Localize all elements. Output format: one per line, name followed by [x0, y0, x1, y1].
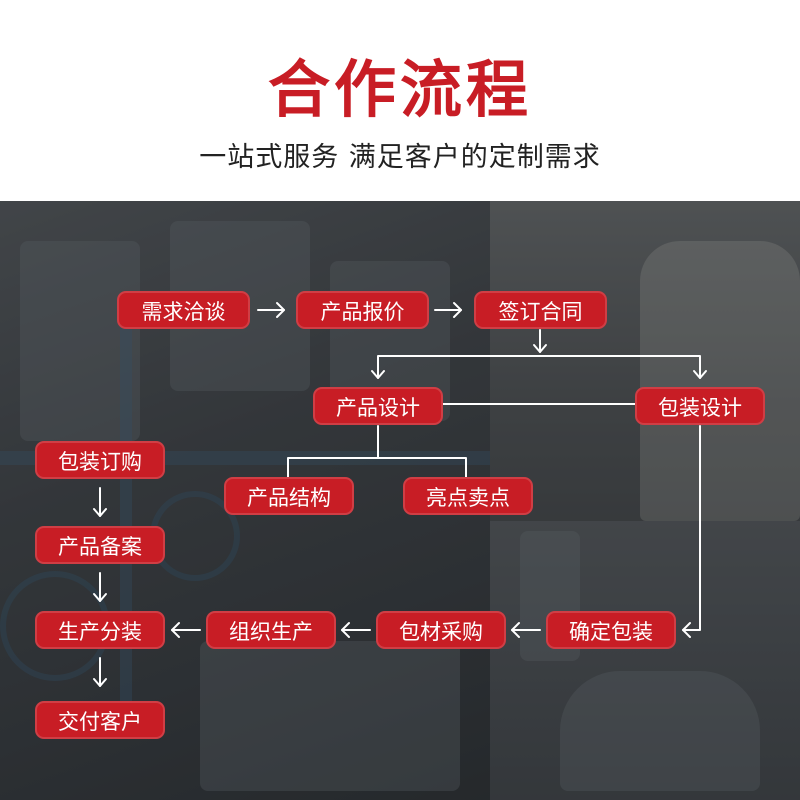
page-subtitle: 一站式服务 满足客户的定制需求 [199, 142, 601, 173]
step-packaging-order: 包装订购 [35, 441, 165, 479]
step-product-structure: 产品结构 [224, 477, 354, 515]
header: 合作流程 一站式服务 满足客户的定制需求 [0, 0, 800, 201]
step-demand-negotiation: 需求洽谈 [117, 291, 250, 329]
branch-to-designs [377, 355, 701, 379]
step-product-quote: 产品报价 [296, 291, 429, 329]
step-product-design: 产品设计 [313, 387, 443, 425]
step-deliver-to-customer: 交付客户 [35, 701, 165, 739]
branch-to-structure-selling [287, 457, 467, 478]
step-material-purchase: 包材采购 [376, 611, 506, 649]
step-organize-production: 组织生产 [206, 611, 336, 649]
step-packaging-design: 包装设计 [635, 387, 765, 425]
arrow-packaging-design-to-confirm [682, 425, 701, 631]
step-selling-points: 亮点卖点 [403, 477, 533, 515]
step-confirm-packaging: 确定包装 [546, 611, 676, 649]
step-product-filing: 产品备案 [35, 526, 165, 564]
page-title: 合作流程 [267, 53, 532, 126]
step-produce-and-pack: 生产分装 [35, 611, 165, 649]
step-sign-contract: 签订合同 [474, 291, 607, 329]
